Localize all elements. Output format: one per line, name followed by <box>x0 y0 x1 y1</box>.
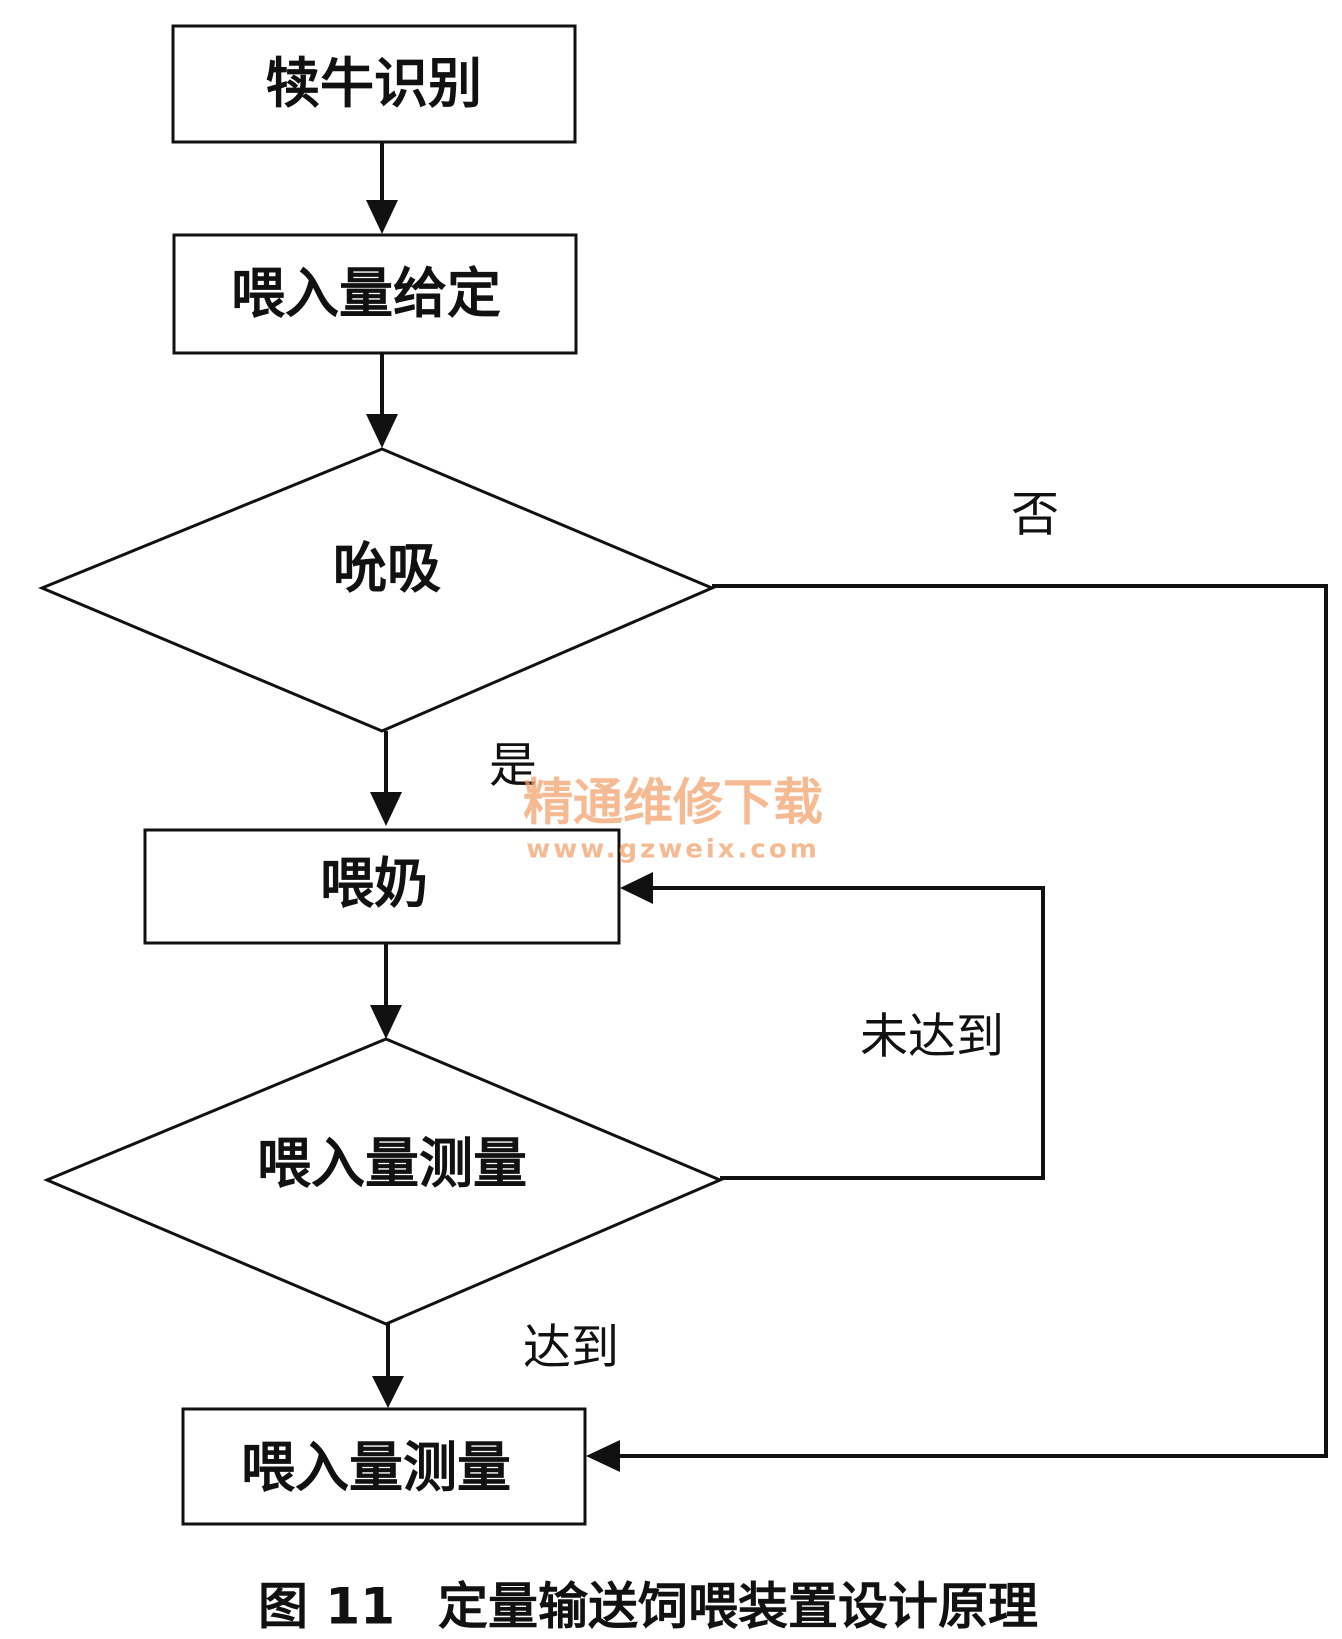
process-box-feed-milk: 喂奶 <box>143 828 621 945</box>
edge-label-reached: 达到 <box>523 1320 619 1376</box>
node-label-measure-end: 喂入量测量 <box>241 1435 511 1499</box>
edge-label-not-reached: 未达到 <box>860 1009 1004 1065</box>
watermark: 精通维修下载 www.gzweix.com <box>523 774 823 865</box>
node-label-feed-milk: 喂奶 <box>320 851 428 915</box>
caption-figure-number: 图 11 <box>258 1578 395 1636</box>
node-label-suck: 吮吸 <box>333 536 441 600</box>
process-box-set-intake: 喂入量给定 <box>172 233 578 355</box>
arrowhead-suck-no-branch <box>586 1440 620 1472</box>
edge-label-no: 否 <box>1011 487 1059 543</box>
node-label-calf-identification: 犊牛识别 <box>266 51 482 115</box>
arrowhead-feed-to-measure <box>370 1005 402 1039</box>
figure-caption: 图 11 定量输送饲喂装置设计原理 <box>258 1578 1038 1636</box>
arrowhead-identify-to-intake <box>366 200 398 234</box>
watermark-text: 精通维修下载 <box>523 774 823 832</box>
arrowhead-measure-to-end <box>372 1376 404 1408</box>
arrowhead-measure-not-reached <box>620 872 653 904</box>
line-suck-no-branch <box>620 584 1328 1458</box>
node-label-measure-decision: 喂入量测量 <box>257 1131 527 1195</box>
watermark-url: www.gzweix.com <box>526 835 820 865</box>
edge-label-yes: 是 <box>489 738 537 794</box>
line-measure-not-reached-loop <box>653 886 1045 1180</box>
arrowhead-intake-to-suck <box>366 414 398 448</box>
decision-diamond-measure: 喂入量测量 <box>43 1037 724 1326</box>
caption-title: 定量输送饲喂装置设计原理 <box>438 1578 1038 1636</box>
decision-diamond-suck: 吮吸 <box>38 447 716 733</box>
node-label-set-intake: 喂入量给定 <box>231 261 501 325</box>
arrowhead-suck-to-feed <box>370 792 402 826</box>
process-box-measure-end: 喂入量测量 <box>181 1407 587 1526</box>
process-box-calf-identification: 犊牛识别 <box>171 24 577 144</box>
